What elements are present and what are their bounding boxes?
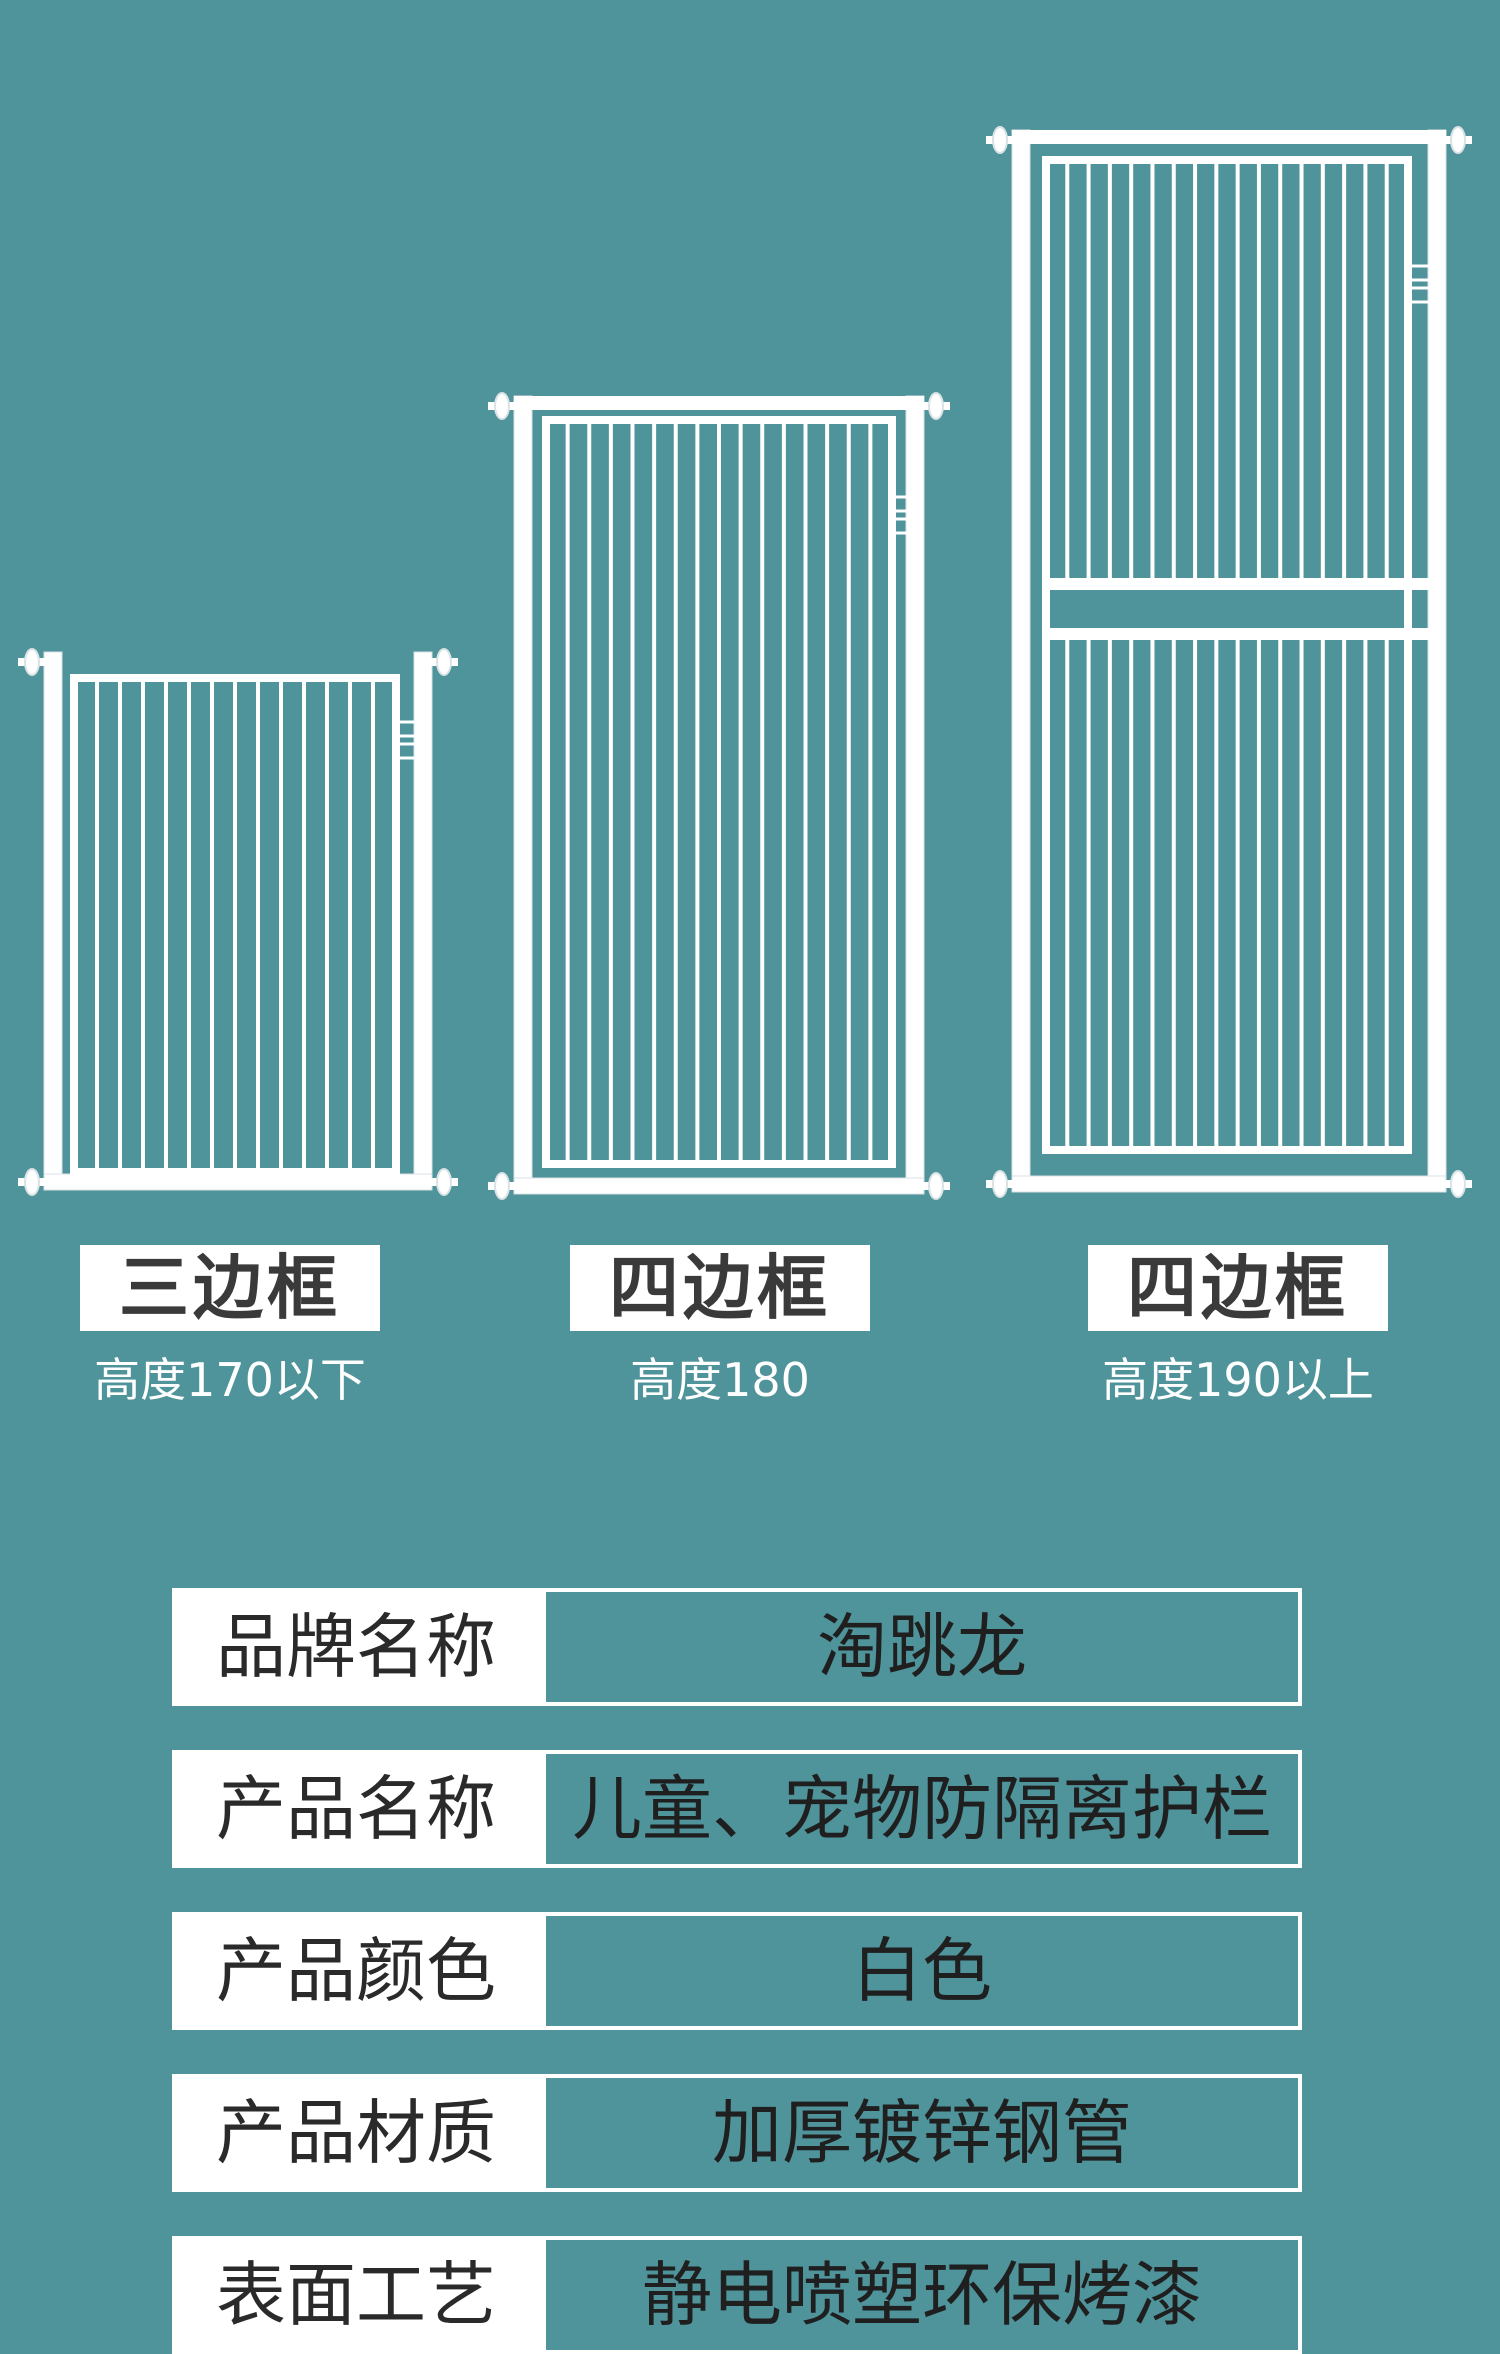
pressure-knob bbox=[436, 1168, 452, 1196]
frame-post-left bbox=[1011, 129, 1031, 1193]
gate-height-note-2: 高度180 bbox=[630, 1353, 810, 1407]
latch bbox=[1408, 286, 1434, 304]
spec-key: 产品名称 bbox=[176, 1754, 546, 1864]
pressure-knob bbox=[992, 126, 1008, 154]
gate-four-side-frame-180 bbox=[488, 392, 950, 1200]
spec-row-surface-finish: 表面工艺 静电喷塑环保烤漆 bbox=[172, 2236, 1302, 2354]
gate-three-side-frame bbox=[18, 648, 458, 1196]
pressure-knob bbox=[928, 392, 944, 420]
gate-illustrations bbox=[18, 126, 1472, 1200]
latch bbox=[1408, 264, 1434, 282]
pressure-knob bbox=[494, 392, 510, 420]
gate-height-note-3: 高度190以上 bbox=[1102, 1353, 1374, 1407]
pressure-knob bbox=[1450, 1170, 1466, 1198]
spec-value: 白色 bbox=[852, 1930, 992, 2012]
spec-row-brand: 品牌名称 淘跳龙 bbox=[172, 1588, 1302, 1706]
latch bbox=[892, 517, 918, 535]
gate-label-3: 四边框 bbox=[1088, 1245, 1388, 1331]
pressure-knob bbox=[494, 1172, 510, 1200]
spec-row-material: 产品材质 加厚镀锌钢管 bbox=[172, 2074, 1302, 2192]
spec-value: 淘跳龙 bbox=[817, 1606, 1027, 1688]
frame-post-left bbox=[513, 395, 533, 1195]
pressure-knob bbox=[928, 1172, 944, 1200]
spec-key: 品牌名称 bbox=[176, 1592, 546, 1702]
spec-row-product-name: 产品名称 儿童、宠物防隔离护栏 bbox=[172, 1750, 1302, 1868]
spec-value: 静电喷塑环保烤漆 bbox=[642, 2254, 1202, 2336]
frame-bottom-bar bbox=[43, 1173, 433, 1191]
frame-post-left bbox=[43, 651, 63, 1191]
pressure-knob bbox=[1450, 126, 1466, 154]
frame-post-right bbox=[413, 651, 433, 1191]
frame-bottom-bar bbox=[1011, 1175, 1447, 1193]
latch bbox=[396, 720, 422, 738]
frame-top-bar bbox=[514, 396, 924, 410]
latch bbox=[396, 742, 422, 760]
frame-top-bar bbox=[1012, 130, 1446, 144]
spec-value: 儿童、宠物防隔离护栏 bbox=[572, 1768, 1272, 1850]
spec-key: 表面工艺 bbox=[176, 2240, 546, 2350]
spec-value: 加厚镀锌钢管 bbox=[712, 2092, 1132, 2174]
pressure-knob bbox=[436, 648, 452, 676]
gate-height-note-1: 高度170以下 bbox=[94, 1353, 366, 1407]
gate-label-2: 四边框 bbox=[570, 1245, 870, 1331]
latch bbox=[892, 495, 918, 513]
mid-rail bbox=[1042, 628, 1432, 640]
pressure-knob bbox=[24, 648, 40, 676]
pressure-knob bbox=[24, 1168, 40, 1196]
spec-key: 产品材质 bbox=[176, 2078, 546, 2188]
pressure-knob bbox=[992, 1170, 1008, 1198]
spec-row-color: 产品颜色 白色 bbox=[172, 1912, 1302, 2030]
spec-key: 产品颜色 bbox=[176, 1916, 546, 2026]
mid-rail bbox=[1042, 578, 1432, 590]
frame-bottom-bar bbox=[513, 1177, 925, 1195]
frame-post-right bbox=[905, 395, 925, 1195]
gate-four-side-frame-190 bbox=[986, 126, 1472, 1198]
door-frame bbox=[1042, 156, 1412, 1154]
gate-label-1: 三边框 bbox=[80, 1245, 380, 1331]
